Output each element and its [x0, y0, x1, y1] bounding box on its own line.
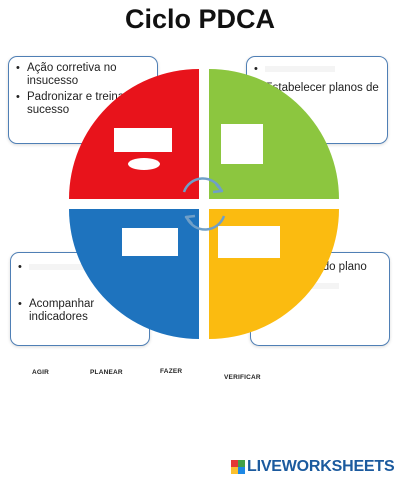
blank-answer-field[interactable] [128, 158, 160, 170]
blank-answer-field[interactable] [221, 124, 263, 164]
bullet-item: Padronizar e treinar no sucesso [13, 91, 153, 117]
liveworksheets-logo-icon [231, 460, 245, 474]
phase-label-agir: AGIR [32, 369, 50, 376]
blank-answer-field[interactable] [122, 228, 178, 256]
quadrant-planear [209, 69, 339, 199]
quadrant-fazer [209, 209, 339, 339]
logo-square [231, 460, 238, 467]
brand-logo: LIVEWORKSHEETS [231, 458, 395, 476]
quadrant-agir [69, 69, 199, 199]
brand-name: LIVEWORKSHEETS [247, 458, 395, 475]
cycle-arrows-icon [182, 177, 226, 231]
blank-answer-field[interactable] [251, 63, 383, 76]
logo-square [238, 460, 245, 467]
logo-square [238, 467, 245, 474]
pdca-wheel [69, 69, 339, 339]
blank-answer-field[interactable] [114, 128, 172, 152]
blank-answer-field[interactable] [15, 261, 145, 274]
bullet-item: Ação corretiva no insucesso [13, 62, 153, 88]
phase-label-planear: PLANEAR [90, 369, 123, 376]
blank-answer-field[interactable] [218, 226, 280, 258]
phase-label-verificar: VERIFICAR [224, 374, 261, 381]
page-title: Ciclo PDCA [124, 4, 276, 34]
quadrant-verificar [69, 209, 199, 339]
logo-square [231, 467, 238, 474]
phase-label-fazer: FAZER [160, 368, 183, 375]
bullet-item: Acompanhar indicadores [15, 298, 145, 324]
